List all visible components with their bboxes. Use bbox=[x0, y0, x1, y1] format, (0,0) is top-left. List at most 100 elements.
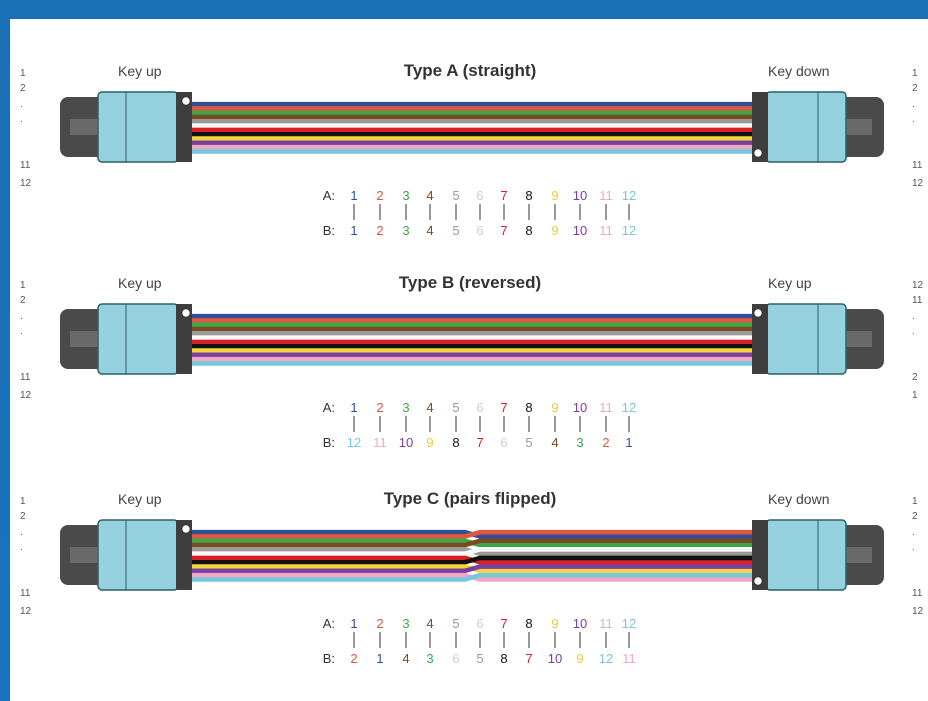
fiber-8 bbox=[192, 555, 752, 565]
right-fiber-number: 1 bbox=[912, 390, 918, 401]
fiber-6-edge bbox=[192, 549, 752, 554]
pin-b: 7 bbox=[525, 651, 532, 666]
pin-a: 3 bbox=[402, 400, 409, 415]
ferrule-housing-left bbox=[97, 519, 179, 591]
pin-a: 4 bbox=[426, 188, 433, 203]
pin-a: 12 bbox=[622, 616, 636, 631]
key-marker-right bbox=[753, 576, 763, 586]
row-b-label: B: bbox=[323, 223, 335, 238]
pin-a: 2 bbox=[376, 616, 383, 631]
pin-b: 10 bbox=[548, 651, 562, 666]
left-fiber-number: . bbox=[20, 99, 23, 110]
ferrule-housing-right bbox=[765, 91, 847, 163]
right-fiber-number: 1 bbox=[912, 68, 918, 79]
right-fiber-number: 2 bbox=[912, 372, 918, 383]
left-fiber-number: . bbox=[20, 527, 23, 538]
right-fiber-number: . bbox=[912, 311, 915, 322]
pin-b: 10 bbox=[399, 435, 413, 450]
pin-b: 1 bbox=[350, 223, 357, 238]
pin-b: 8 bbox=[525, 223, 532, 238]
left-fiber-number: 11 bbox=[20, 588, 31, 599]
pin-b: 2 bbox=[602, 435, 609, 450]
boot-left-slot bbox=[70, 331, 102, 347]
right-fiber-number: 12 bbox=[912, 178, 924, 189]
pin-a: 3 bbox=[402, 616, 409, 631]
left-key-label: Key up bbox=[118, 63, 162, 79]
right-fiber-number: 2 bbox=[912, 511, 918, 522]
pin-b: 10 bbox=[573, 223, 587, 238]
pin-a: 10 bbox=[573, 400, 587, 415]
cable-title: Type A (straight) bbox=[404, 61, 537, 80]
pin-a: 2 bbox=[376, 400, 383, 415]
pin-a: 4 bbox=[426, 616, 433, 631]
right-fiber-number: 12 bbox=[912, 280, 924, 291]
ferrule-face-right bbox=[752, 92, 768, 162]
pin-b: 9 bbox=[576, 651, 583, 666]
pin-b: 3 bbox=[576, 435, 583, 450]
ferrule-face-left bbox=[176, 304, 192, 374]
right-fiber-number: . bbox=[912, 114, 915, 125]
key-marker-left bbox=[181, 308, 191, 318]
ferrule-face-right bbox=[752, 520, 768, 590]
fiber-10 bbox=[192, 564, 752, 574]
pin-b: 12 bbox=[347, 435, 361, 450]
pin-b: 6 bbox=[476, 223, 483, 238]
pin-a: 11 bbox=[599, 400, 613, 415]
pin-a: 6 bbox=[476, 188, 483, 203]
boot-right-slot bbox=[840, 331, 872, 347]
left-fiber-number: 2 bbox=[20, 511, 26, 522]
pin-a: 7 bbox=[500, 400, 507, 415]
left-fiber-number: . bbox=[20, 326, 23, 337]
pin-b: 6 bbox=[500, 435, 507, 450]
pin-a: 2 bbox=[376, 188, 383, 203]
right-fiber-number: . bbox=[912, 542, 915, 553]
pin-a: 9 bbox=[551, 616, 558, 631]
pin-b: 9 bbox=[551, 223, 558, 238]
right-fiber-number: . bbox=[912, 326, 915, 337]
ferrule-housing-right bbox=[765, 519, 847, 591]
pin-b: 1 bbox=[376, 651, 383, 666]
ferrule-housing-left bbox=[97, 91, 179, 163]
ferrule-housing-left bbox=[97, 303, 179, 375]
left-fiber-number: 12 bbox=[20, 606, 32, 617]
left-fiber-number: 1 bbox=[20, 496, 26, 507]
ferrule-face-right bbox=[752, 304, 768, 374]
pin-a: 7 bbox=[500, 188, 507, 203]
key-marker-left bbox=[181, 524, 191, 534]
pin-b: 2 bbox=[376, 223, 383, 238]
pin-b: 7 bbox=[476, 435, 483, 450]
right-key-label: Key up bbox=[768, 275, 812, 291]
fiber-12 bbox=[192, 572, 752, 582]
pin-b: 3 bbox=[426, 651, 433, 666]
pin-b: 1 bbox=[625, 435, 632, 450]
pin-a: 12 bbox=[622, 400, 636, 415]
pin-b: 4 bbox=[551, 435, 558, 450]
boot-left-slot bbox=[70, 547, 102, 563]
pin-b: 8 bbox=[452, 435, 459, 450]
right-fiber-number: 11 bbox=[912, 160, 923, 171]
left-key-label: Key up bbox=[118, 275, 162, 291]
right-fiber-number: 2 bbox=[912, 83, 918, 94]
pin-a: 8 bbox=[525, 616, 532, 631]
right-fiber-number: 11 bbox=[912, 295, 923, 306]
pin-b: 9 bbox=[426, 435, 433, 450]
pin-a: 6 bbox=[476, 616, 483, 631]
pin-a: 11 bbox=[599, 188, 613, 203]
left-fiber-number: . bbox=[20, 311, 23, 322]
pin-b: 6 bbox=[452, 651, 459, 666]
pin-b: 4 bbox=[402, 651, 409, 666]
left-fiber-number: 2 bbox=[20, 83, 26, 94]
pin-b: 7 bbox=[500, 223, 507, 238]
left-fiber-number: . bbox=[20, 114, 23, 125]
ferrule-housing-right bbox=[765, 303, 847, 375]
pin-a: 7 bbox=[500, 616, 507, 631]
pin-a: 5 bbox=[452, 400, 459, 415]
left-key-label: Key up bbox=[118, 491, 162, 507]
row-a-label: A: bbox=[323, 188, 335, 203]
key-marker-right bbox=[753, 148, 763, 158]
ferrule-face-left bbox=[176, 520, 192, 590]
left-fiber-number: . bbox=[20, 542, 23, 553]
left-fiber-number: 1 bbox=[20, 280, 26, 291]
pin-b: 4 bbox=[426, 223, 433, 238]
